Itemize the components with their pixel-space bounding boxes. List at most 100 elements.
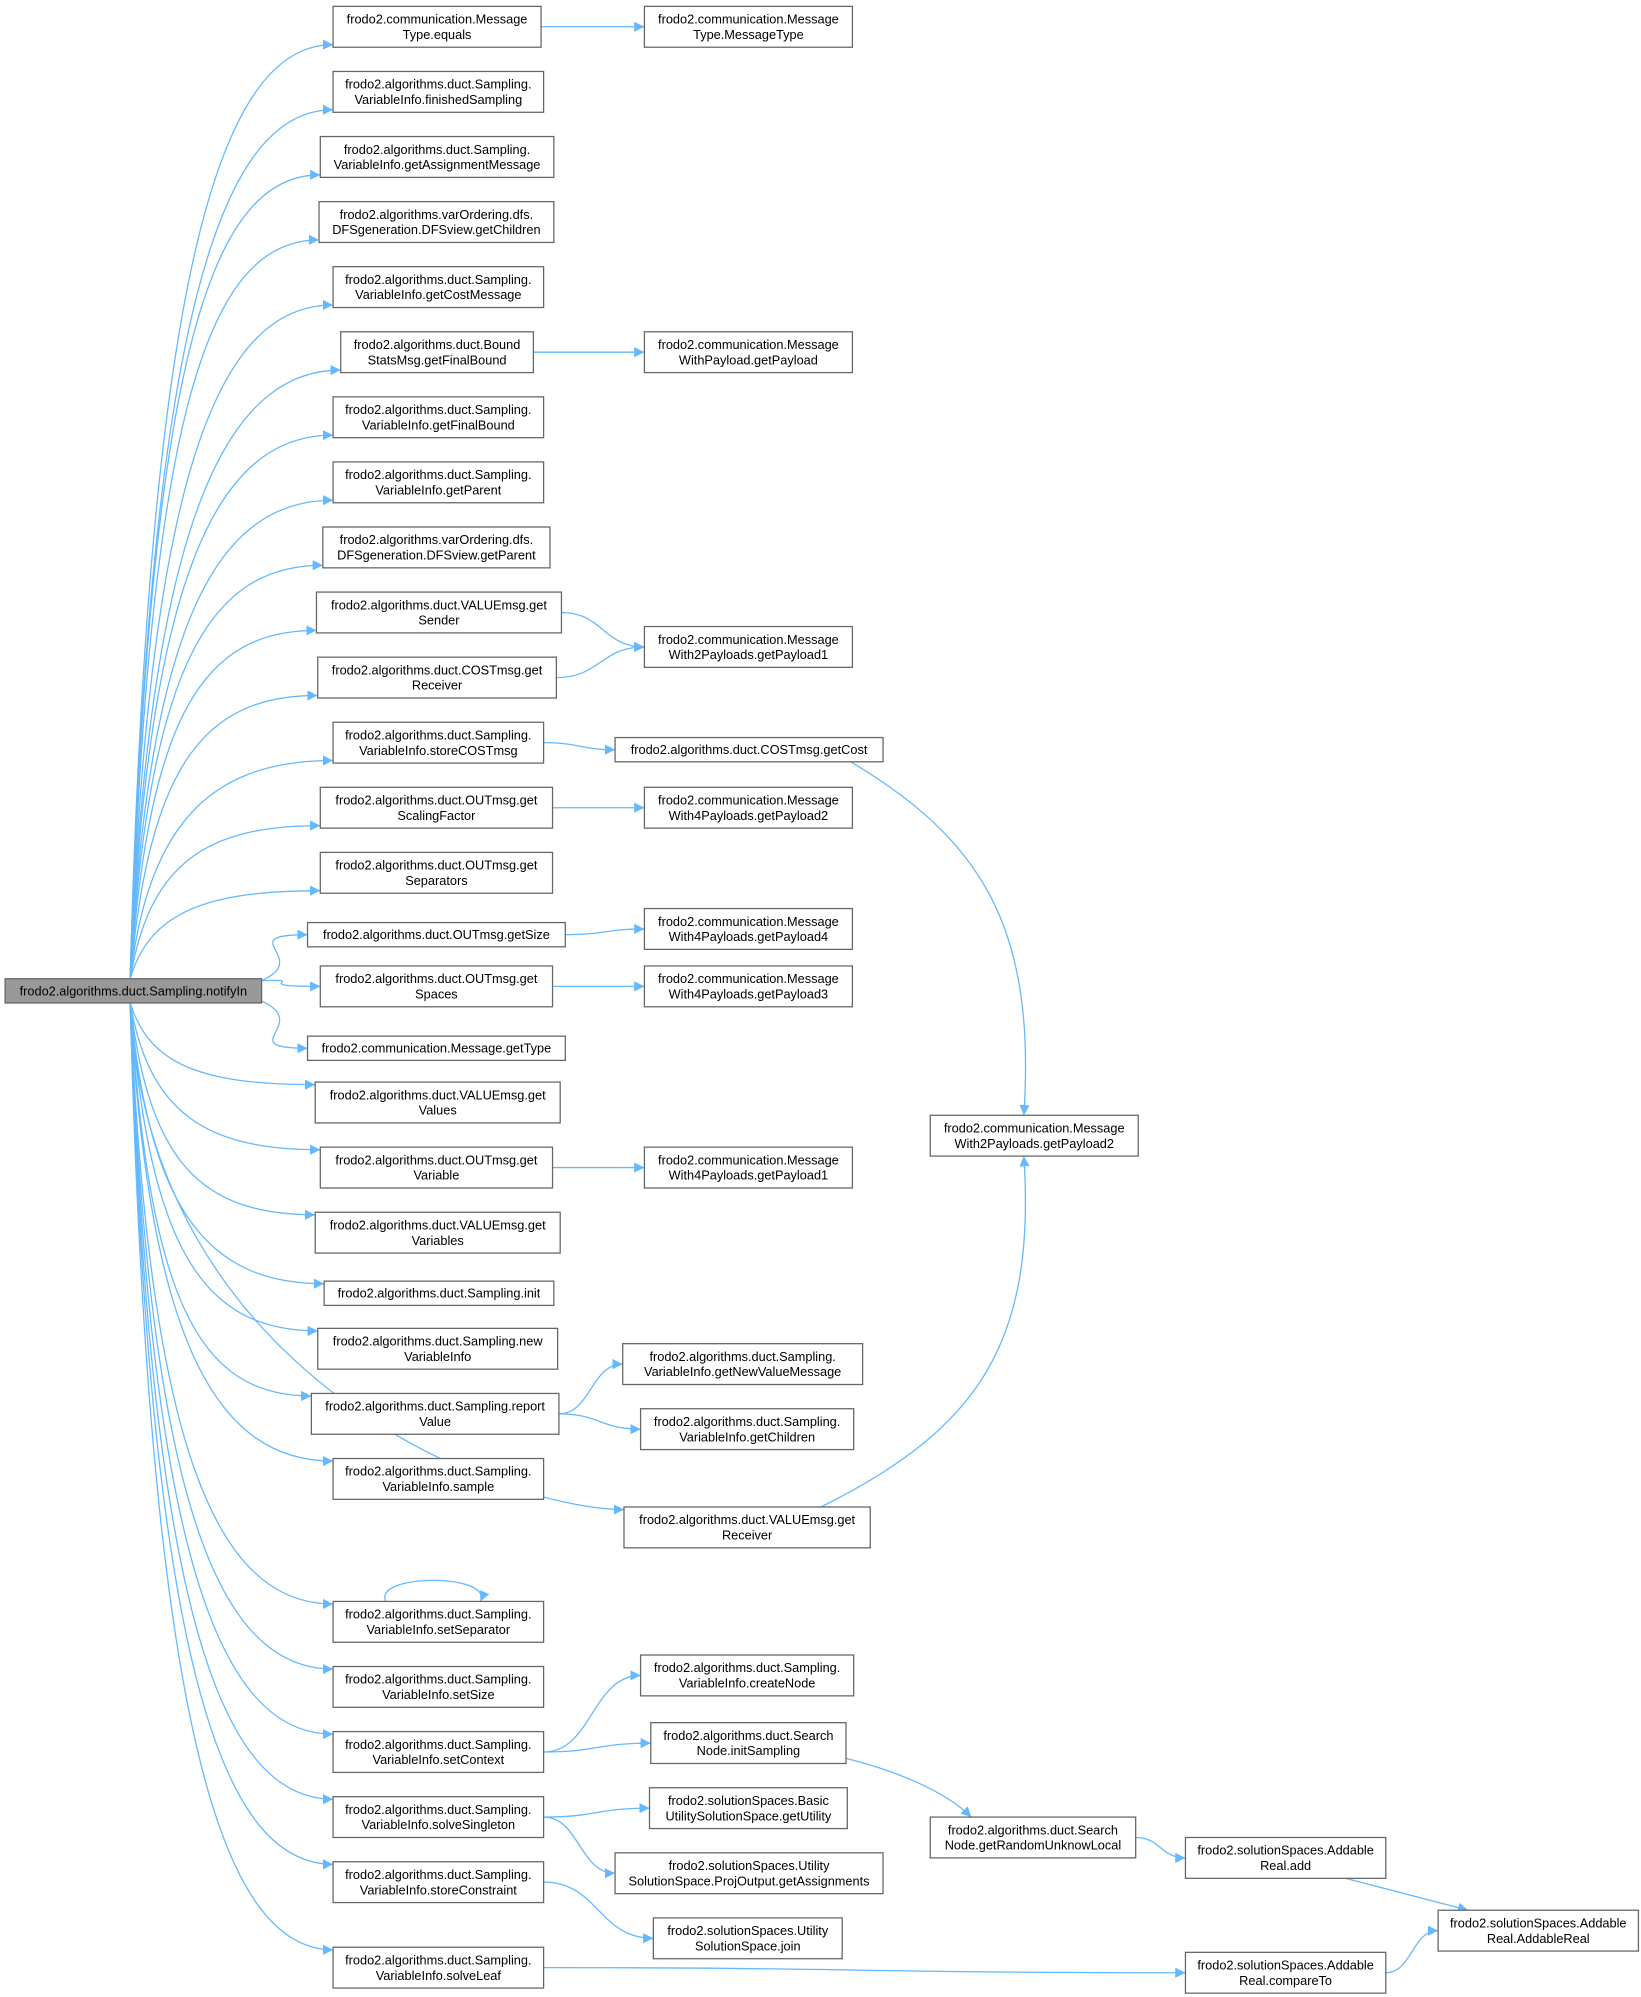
node-set-size[interactable]: frodo2.algorithms.duct.Sampling.Variable… (332, 1665, 545, 1708)
edge-root-to-store-costmsg (129, 755, 334, 979)
node-dfs-get-parent[interactable]: frodo2.algorithms.varOrdering.dfs.DFSgen… (322, 526, 551, 569)
node-get-assignments[interactable]: frodo2.solutionSpaces.UtilitySolutionSpa… (614, 1852, 884, 1895)
node-label-line: VariableInfo.solveSingleton (362, 1817, 516, 1832)
node-finished-sampling[interactable]: frodo2.algorithms.duct.Sampling.Variable… (332, 70, 545, 113)
edge-root-to-dfs-get-parent (129, 560, 323, 979)
node-cost-get-receiver[interactable]: frodo2.algorithms.duct.COSTmsg.getReceiv… (317, 656, 557, 699)
node-box (622, 1343, 864, 1386)
node-vi-get-final-bound[interactable]: frodo2.algorithms.duct.Sampling.Variable… (332, 396, 545, 439)
node-box (315, 591, 563, 634)
node-label-line: frodo2.communication.Message (347, 12, 528, 27)
node-w4-get-payload1[interactable]: frodo2.communication.MessageWith4Payload… (643, 1146, 854, 1189)
node-label-line: frodo2.communication.Message (944, 1120, 1125, 1135)
node-label-line: VariableInfo.getNewValueMessage (644, 1364, 841, 1379)
node-w2-get-payload1[interactable]: frodo2.communication.MessageWith2Payload… (643, 625, 854, 669)
edge-root-to-set-separator (129, 1002, 334, 1610)
edge-root-to-out-get-scaling-factor (129, 820, 321, 979)
node-get-cost-message[interactable]: frodo2.algorithms.duct.Sampling.Variable… (332, 266, 545, 309)
node-out-get-scaling-factor[interactable]: frodo2.algorithms.duct.OUTmsg.getScaling… (319, 786, 554, 829)
node-label-line: VariableInfo.getChildren (679, 1429, 815, 1444)
node-label-line: frodo2.algorithms.duct.Sampling. (345, 1867, 531, 1882)
node-sampling-init[interactable]: frodo2.algorithms.duct.Sampling.init (323, 1280, 555, 1307)
node-w4-get-payload4[interactable]: frodo2.communication.MessageWith4Payload… (643, 907, 854, 951)
node-vi-get-children[interactable]: frodo2.algorithms.duct.Sampling.Variable… (639, 1408, 855, 1451)
node-box (319, 786, 554, 829)
node-get-random-unknow-local[interactable]: frodo2.algorithms.duct.SearchNode.getRan… (929, 1816, 1137, 1859)
node-set-separator[interactable]: frodo2.algorithms.duct.Sampling.Variable… (332, 1600, 545, 1643)
node-message-type[interactable]: frodo2.communication.MessageType.Message… (643, 5, 854, 48)
root-node-notify-in[interactable]: frodo2.algorithms.duct.Sampling.notifyIn (4, 978, 263, 1004)
node-get-utility[interactable]: frodo2.solutionSpaces.BasicUtilitySoluti… (648, 1787, 848, 1830)
node-box (314, 1211, 561, 1254)
node-get-assignment-message[interactable]: frodo2.algorithms.duct.Sampling.Variable… (319, 135, 555, 179)
node-label-line: frodo2.solutionSpaces.Addable (1450, 1915, 1627, 1930)
node-solve-leaf[interactable]: frodo2.algorithms.duct.Sampling.Variable… (332, 1946, 545, 1989)
node-label-line: frodo2.communication.Message (658, 337, 839, 352)
node-real-add[interactable]: frodo2.solutionSpaces.AddableReal.add (1184, 1836, 1387, 1879)
node-label-line: Real.AddableReal (1487, 1931, 1590, 1946)
node-box (639, 1654, 855, 1697)
edge-value-get-sender-to-w2-get-payload1 (561, 611, 645, 653)
node-out-get-size[interactable]: frodo2.algorithms.duct.OUTmsg.getSize (306, 921, 566, 948)
edge-root-to-new-variable-info (129, 1002, 318, 1337)
node-new-variable-info[interactable]: frodo2.algorithms.duct.Sampling.newVaria… (317, 1327, 559, 1370)
edge-root-to-solve-singleton (129, 1002, 334, 1805)
node-create-node[interactable]: frodo2.algorithms.duct.Sampling.Variable… (639, 1654, 855, 1697)
node-label-line: VariableInfo.getParent (375, 482, 501, 497)
edge-solve-singleton-to-get-assignments (543, 1816, 616, 1879)
node-w2-get-payload2[interactable]: frodo2.communication.MessageWith2Payload… (929, 1114, 1139, 1157)
edge-root-to-value-get-values (129, 1002, 316, 1090)
node-label-line: frodo2.algorithms.duct.OUTmsg.getSize (323, 927, 550, 942)
node-real-compare-to[interactable]: frodo2.solutionSpaces.AddableReal.compar… (1184, 1951, 1387, 1994)
node-label-line: frodo2.communication.Message (658, 12, 839, 27)
node-out-get-separators[interactable]: frodo2.algorithms.duct.OUTmsg.getSeparat… (319, 851, 554, 894)
node-box (310, 1392, 560, 1435)
node-w4-get-payload2[interactable]: frodo2.communication.MessageWith4Payload… (643, 786, 854, 829)
node-label-line: With4Payloads.getPayload2 (669, 808, 828, 823)
node-w4-get-payload3[interactable]: frodo2.communication.MessageWith4Payload… (643, 965, 854, 1008)
node-box (643, 1146, 854, 1189)
node-box (643, 625, 854, 669)
node-label-line: frodo2.algorithms.duct.Sampling. (345, 1607, 531, 1622)
node-value-get-sender[interactable]: frodo2.algorithms.duct.VALUEmsg.getSende… (315, 591, 563, 634)
node-set-context[interactable]: frodo2.algorithms.duct.Sampling.Variable… (332, 1730, 545, 1774)
node-label-line: frodo2.algorithms.duct.VALUEmsg.get (639, 1512, 855, 1527)
node-box (623, 1506, 871, 1549)
node-label-line: frodo2.algorithms.varOrdering.dfs. (340, 532, 533, 547)
node-label-line: Variable (413, 1168, 459, 1183)
node-join[interactable]: frodo2.solutionSpaces.UtilitySolutionSpa… (652, 1917, 843, 1960)
node-value-get-values[interactable]: frodo2.algorithms.duct.VALUEmsg.getValue… (314, 1081, 561, 1124)
node-label-line: Receiver (412, 678, 463, 693)
node-box (4, 978, 263, 1004)
node-out-get-variable[interactable]: frodo2.algorithms.duct.OUTmsg.getVariabl… (319, 1146, 554, 1189)
node-cost-get-cost[interactable]: frodo2.algorithms.duct.COSTmsg.getCost (614, 736, 884, 763)
node-vi-sample[interactable]: frodo2.algorithms.duct.Sampling.Variable… (332, 1457, 545, 1500)
node-label-line: frodo2.algorithms.duct.Sampling. (345, 1464, 531, 1479)
node-box (1184, 1836, 1387, 1879)
node-value-get-receiver[interactable]: frodo2.algorithms.duct.VALUEmsg.getRecei… (623, 1506, 871, 1549)
node-dfs-get-children[interactable]: frodo2.algorithms.varOrdering.dfs.DFSgen… (318, 200, 555, 244)
node-label-line: frodo2.algorithms.duct.Sampling. (345, 1802, 531, 1817)
node-addable-real[interactable]: frodo2.solutionSpaces.AddableReal.Addabl… (1437, 1909, 1640, 1952)
edge-root-to-value-get-sender (129, 625, 317, 979)
node-value-get-variables[interactable]: frodo2.algorithms.duct.VALUEmsg.getVaria… (314, 1211, 561, 1254)
node-solve-singleton[interactable]: frodo2.algorithms.duct.Sampling.Variable… (332, 1796, 545, 1839)
node-report-value[interactable]: frodo2.algorithms.duct.Sampling.reportVa… (310, 1392, 560, 1435)
node-msg-get-type[interactable]: frodo2.communication.Message.getType (306, 1035, 566, 1062)
node-store-costmsg[interactable]: frodo2.algorithms.duct.Sampling.Variable… (332, 721, 545, 764)
node-label-line: frodo2.algorithms.duct.OUTmsg.get (335, 1152, 537, 1167)
node-vi-get-parent[interactable]: frodo2.algorithms.duct.Sampling.Variable… (332, 461, 545, 504)
node-box (639, 1408, 855, 1451)
node-label-line: frodo2.algorithms.duct.Sampling. (654, 1414, 840, 1429)
edge-cost-get-receiver-to-w2-get-payload1 (556, 641, 645, 679)
node-equals[interactable]: frodo2.communication.MessageType.equals (332, 5, 542, 48)
node-label-line: frodo2.algorithms.duct.Sampling.new (333, 1334, 544, 1349)
node-get-new-value-message[interactable]: frodo2.algorithms.duct.Sampling.Variable… (622, 1343, 864, 1386)
node-label-line: WithPayload.getPayload (679, 352, 818, 367)
node-store-constraint[interactable]: frodo2.algorithms.duct.Sampling.Variable… (332, 1861, 545, 1904)
node-bound-get-final-bound[interactable]: frodo2.algorithms.duct.BoundStatsMsg.get… (340, 331, 535, 374)
node-init-sampling[interactable]: frodo2.algorithms.duct.SearchNode.initSa… (650, 1722, 847, 1765)
node-wp-get-payload[interactable]: frodo2.communication.MessageWithPayload.… (643, 331, 854, 374)
node-box (332, 721, 545, 764)
